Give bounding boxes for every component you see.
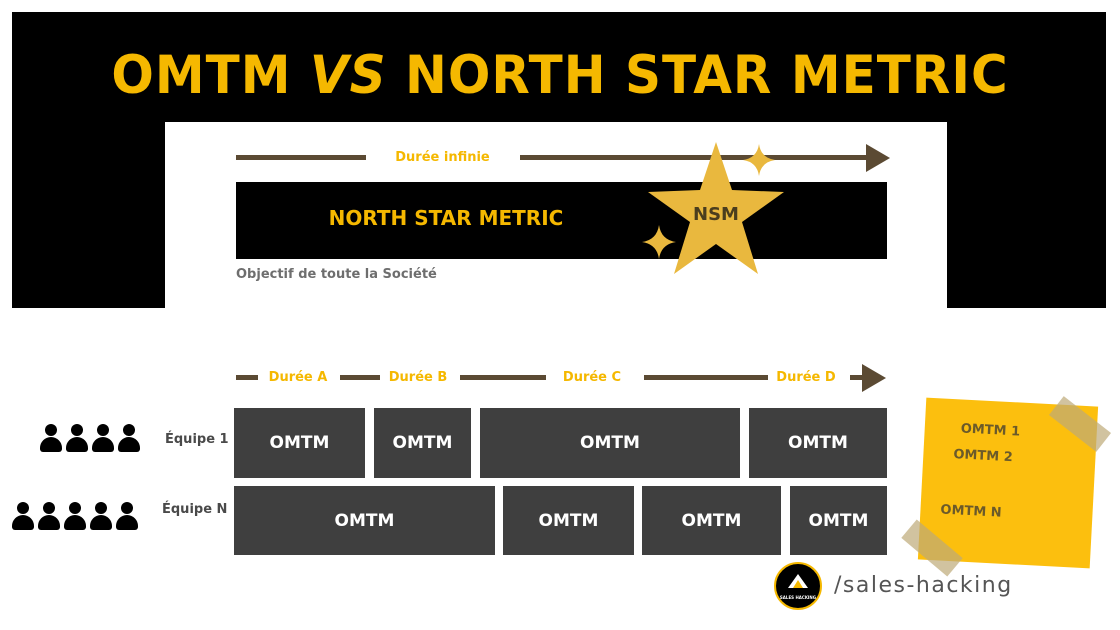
omtm-block: OMTM: [642, 486, 781, 555]
person-icon: [38, 502, 60, 532]
duration-infinite-label: Durée infinie: [395, 150, 490, 165]
person-icon: [64, 502, 86, 532]
sales-hacking-logo: SALES HACKING: [774, 562, 822, 610]
team-n-people-icons: [12, 502, 138, 532]
timeline-segment: [644, 375, 768, 380]
timeline-segment: [850, 375, 864, 380]
duration-c-label: Durée C: [562, 370, 622, 385]
timeline-arrow-icon: [866, 144, 890, 172]
title-omtm: OMTM: [111, 44, 292, 106]
person-icon: [92, 424, 114, 454]
north-star-icon: NSM: [648, 142, 784, 274]
note-item: OMTM 2: [953, 447, 1014, 466]
omtm-block: OMTM: [790, 486, 887, 555]
duration-d-label: Durée D: [776, 370, 836, 385]
omtm-block: OMTM: [234, 486, 495, 555]
timeline-segment: [460, 375, 546, 380]
logo-text: SALES HACKING: [779, 595, 817, 600]
person-icon: [118, 424, 140, 454]
team-1-people-icons: [40, 424, 140, 454]
sparkle-icon: [743, 144, 775, 176]
timeline-segment: [236, 375, 258, 380]
person-icon: [40, 424, 62, 454]
brand-handle[interactable]: /sales-hacking: [834, 573, 1013, 598]
logo-icon: [788, 574, 808, 588]
north-star-bar-label: NORTH STAR METRIC: [328, 206, 564, 230]
timeline-line-right: [520, 155, 866, 160]
person-icon: [12, 502, 34, 532]
omtm-block: OMTM: [234, 408, 365, 478]
person-icon: [90, 502, 112, 532]
note-item: OMTM N: [940, 502, 1003, 521]
duration-a-label: Durée A: [268, 370, 328, 385]
omtm-block: OMTM: [374, 408, 471, 478]
title-nsm: NORTH STAR METRIC: [405, 44, 1009, 106]
duration-b-label: Durée B: [388, 370, 448, 385]
timeline-line-left: [236, 155, 366, 160]
team-n-label: Équipe N: [162, 502, 228, 517]
company-objective-caption: Objectif de toute la Société: [236, 267, 437, 282]
omtm-block: OMTM: [480, 408, 740, 478]
timeline-arrow-icon: [862, 364, 886, 392]
omtm-block: OMTM: [749, 408, 887, 478]
page-title: OMTM VS NORTH STAR METRIC: [0, 45, 1120, 106]
note-item: OMTM 1: [960, 421, 1021, 440]
team-1-label: Équipe 1: [165, 432, 229, 447]
timeline-segment: [340, 375, 380, 380]
person-icon: [66, 424, 88, 454]
sparkle-icon: [642, 225, 676, 259]
star-label: NSM: [693, 204, 739, 225]
omtm-block: OMTM: [503, 486, 634, 555]
person-icon: [116, 502, 138, 532]
title-vs: VS: [309, 44, 387, 106]
